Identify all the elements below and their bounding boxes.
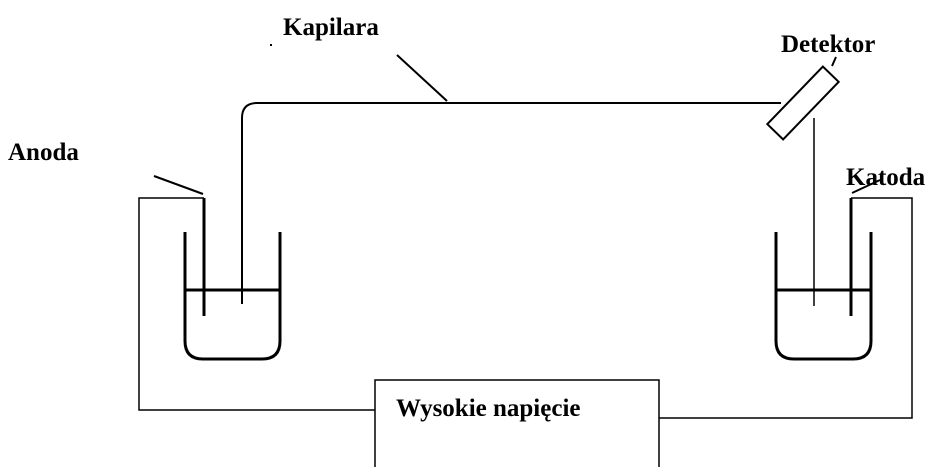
cathode-label: Katoda — [846, 164, 926, 191]
high-voltage-label: Wysokie napięcie — [396, 395, 581, 422]
capillary-leader-line — [396, 54, 448, 102]
anode-wire — [138, 197, 375, 411]
anode-beaker — [183, 232, 282, 361]
capillary-label: Kapilara — [283, 14, 379, 41]
detector-label: Detektor — [781, 31, 875, 58]
cathode-beaker — [774, 232, 873, 361]
cathode-leader-line — [851, 179, 881, 194]
capillary-tube — [241, 102, 781, 304]
detector-box — [765, 65, 841, 141]
anode-label: Anoda — [8, 139, 79, 166]
high-voltage-box — [374, 379, 660, 467]
stray-dot — [270, 44, 272, 46]
cathode-wire — [659, 197, 913, 419]
detector-leader-line — [831, 56, 837, 67]
anode-leader-line — [153, 175, 204, 195]
